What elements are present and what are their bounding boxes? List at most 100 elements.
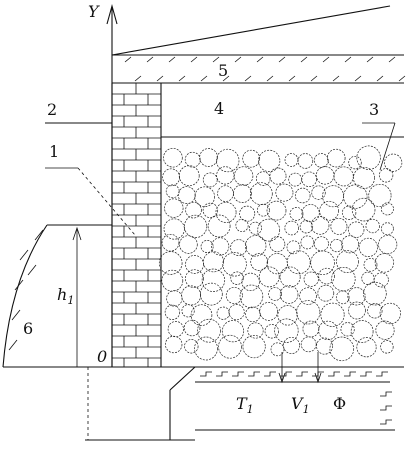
grain xyxy=(314,153,329,168)
grain xyxy=(320,302,345,327)
grain xyxy=(384,153,403,172)
label-5: 5 xyxy=(218,61,228,80)
grain xyxy=(300,235,315,250)
grain xyxy=(363,257,378,272)
grain xyxy=(318,320,338,341)
grain xyxy=(181,304,195,318)
hatch-mark xyxy=(216,371,228,377)
grain xyxy=(233,166,254,186)
grain xyxy=(165,335,183,354)
hatch-mark xyxy=(380,405,392,411)
grain xyxy=(294,187,311,204)
label-4: 4 xyxy=(214,99,224,118)
grain xyxy=(199,282,223,306)
grain xyxy=(365,218,380,234)
hatch-mark xyxy=(244,75,252,82)
grain xyxy=(381,222,394,236)
grain xyxy=(215,201,237,223)
grain xyxy=(216,166,235,185)
grain xyxy=(269,167,287,185)
load-arrows xyxy=(278,352,322,384)
hatch-mark xyxy=(300,56,308,63)
granular-fill xyxy=(158,145,403,362)
grain xyxy=(375,320,395,340)
hatch-mark xyxy=(278,56,286,63)
hatch-mark xyxy=(178,75,186,82)
grain xyxy=(249,182,273,206)
h1-dimension xyxy=(72,226,82,367)
grain xyxy=(316,337,334,355)
grain xyxy=(266,200,287,221)
grain xyxy=(353,166,375,189)
grain xyxy=(239,284,264,309)
grain xyxy=(379,302,401,325)
grain xyxy=(313,236,329,252)
hatch-mark xyxy=(134,75,142,82)
grain xyxy=(200,240,214,253)
grain xyxy=(300,336,317,353)
grain xyxy=(301,204,320,223)
grain xyxy=(233,184,252,203)
t1-label: T1 xyxy=(236,394,254,416)
hatch-mark xyxy=(322,56,330,63)
phi-label: Φ xyxy=(333,394,346,413)
grain xyxy=(259,302,279,321)
hatch-mark xyxy=(19,249,29,261)
grain xyxy=(268,287,282,301)
hatch-mark xyxy=(360,371,372,377)
grain xyxy=(343,184,368,209)
hatch-mark xyxy=(310,75,318,82)
grain xyxy=(283,337,300,354)
grain xyxy=(275,183,294,202)
grain xyxy=(245,306,261,323)
label-2: 2 xyxy=(47,100,57,119)
grain xyxy=(179,235,198,254)
grain xyxy=(264,324,279,339)
grain xyxy=(228,304,245,321)
grain xyxy=(340,322,355,337)
grain xyxy=(184,339,199,354)
hatch-mark xyxy=(388,56,396,63)
grain xyxy=(297,153,314,169)
grain xyxy=(203,251,224,273)
grain xyxy=(367,303,383,319)
grain xyxy=(341,235,359,254)
hatch-mark xyxy=(156,75,164,82)
grain xyxy=(242,335,266,359)
hatch-mark xyxy=(200,371,212,377)
grain xyxy=(257,203,270,217)
grain xyxy=(197,318,221,343)
grain xyxy=(330,239,344,253)
grain xyxy=(235,218,249,233)
grain xyxy=(216,148,240,173)
label-6: 6 xyxy=(23,319,33,338)
h1-label: h1 xyxy=(57,285,74,307)
grain xyxy=(217,185,234,202)
grain xyxy=(184,214,208,238)
grain xyxy=(177,186,196,204)
hatch-mark xyxy=(380,391,392,397)
hatch-mark xyxy=(328,371,340,377)
grain xyxy=(225,287,243,304)
grain xyxy=(178,165,200,187)
grain xyxy=(239,205,256,222)
grain xyxy=(319,200,339,221)
grain xyxy=(318,267,335,285)
grain xyxy=(368,183,392,208)
grain xyxy=(311,185,326,200)
hatch-mark xyxy=(212,56,220,63)
grain xyxy=(194,186,215,207)
grain xyxy=(185,201,202,219)
hatch-mark xyxy=(288,75,296,82)
hatch-mark xyxy=(222,75,230,82)
grain xyxy=(296,300,321,325)
grain xyxy=(310,216,330,235)
grain xyxy=(158,251,183,275)
hatch-mark xyxy=(280,371,292,377)
hatch-mark xyxy=(266,75,274,82)
hatch-mark xyxy=(124,56,132,63)
grain xyxy=(310,250,335,276)
grain xyxy=(190,304,213,326)
grain xyxy=(373,272,389,288)
hatch-mark xyxy=(248,371,260,377)
